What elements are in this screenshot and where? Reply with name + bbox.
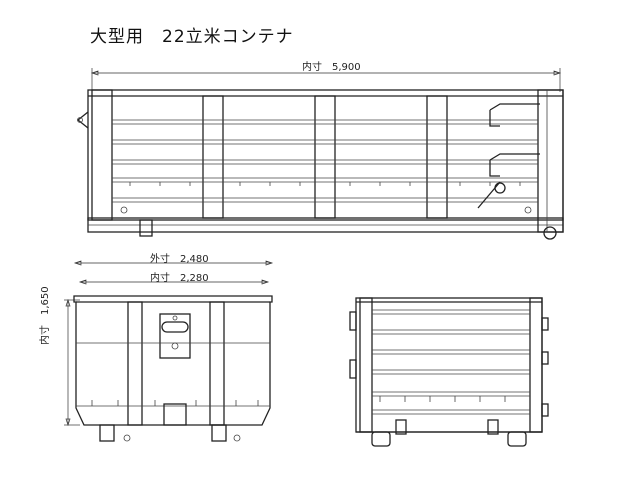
side-post [426,95,448,219]
front-foot [211,424,227,442]
rear-view [349,297,549,447]
rear-body [355,297,543,433]
front-view [64,260,274,442]
side-dimension-line [90,68,562,92]
drawing-title: 大型用 22立米コンテナ [90,27,294,47]
side-length-label: 内寸 5,900 [302,62,361,73]
door-lever [477,181,501,209]
side-view [76,68,564,240]
side-post [314,95,336,219]
rear-wheel [507,431,527,447]
side-hook [76,111,89,129]
rear-wheel [371,431,391,447]
front-inner-width-label: 内寸 2,280 [150,273,209,284]
side-post [202,95,224,219]
rear-door-frame [537,89,564,233]
front-body [73,295,273,426]
hook-plate [159,313,191,359]
front-outer-width-label: 外寸 2,480 [150,254,209,265]
rear-roller [543,226,557,240]
door-hinge-lower [489,153,540,177]
front-foot [99,424,115,442]
door-hinge-upper [489,103,540,127]
